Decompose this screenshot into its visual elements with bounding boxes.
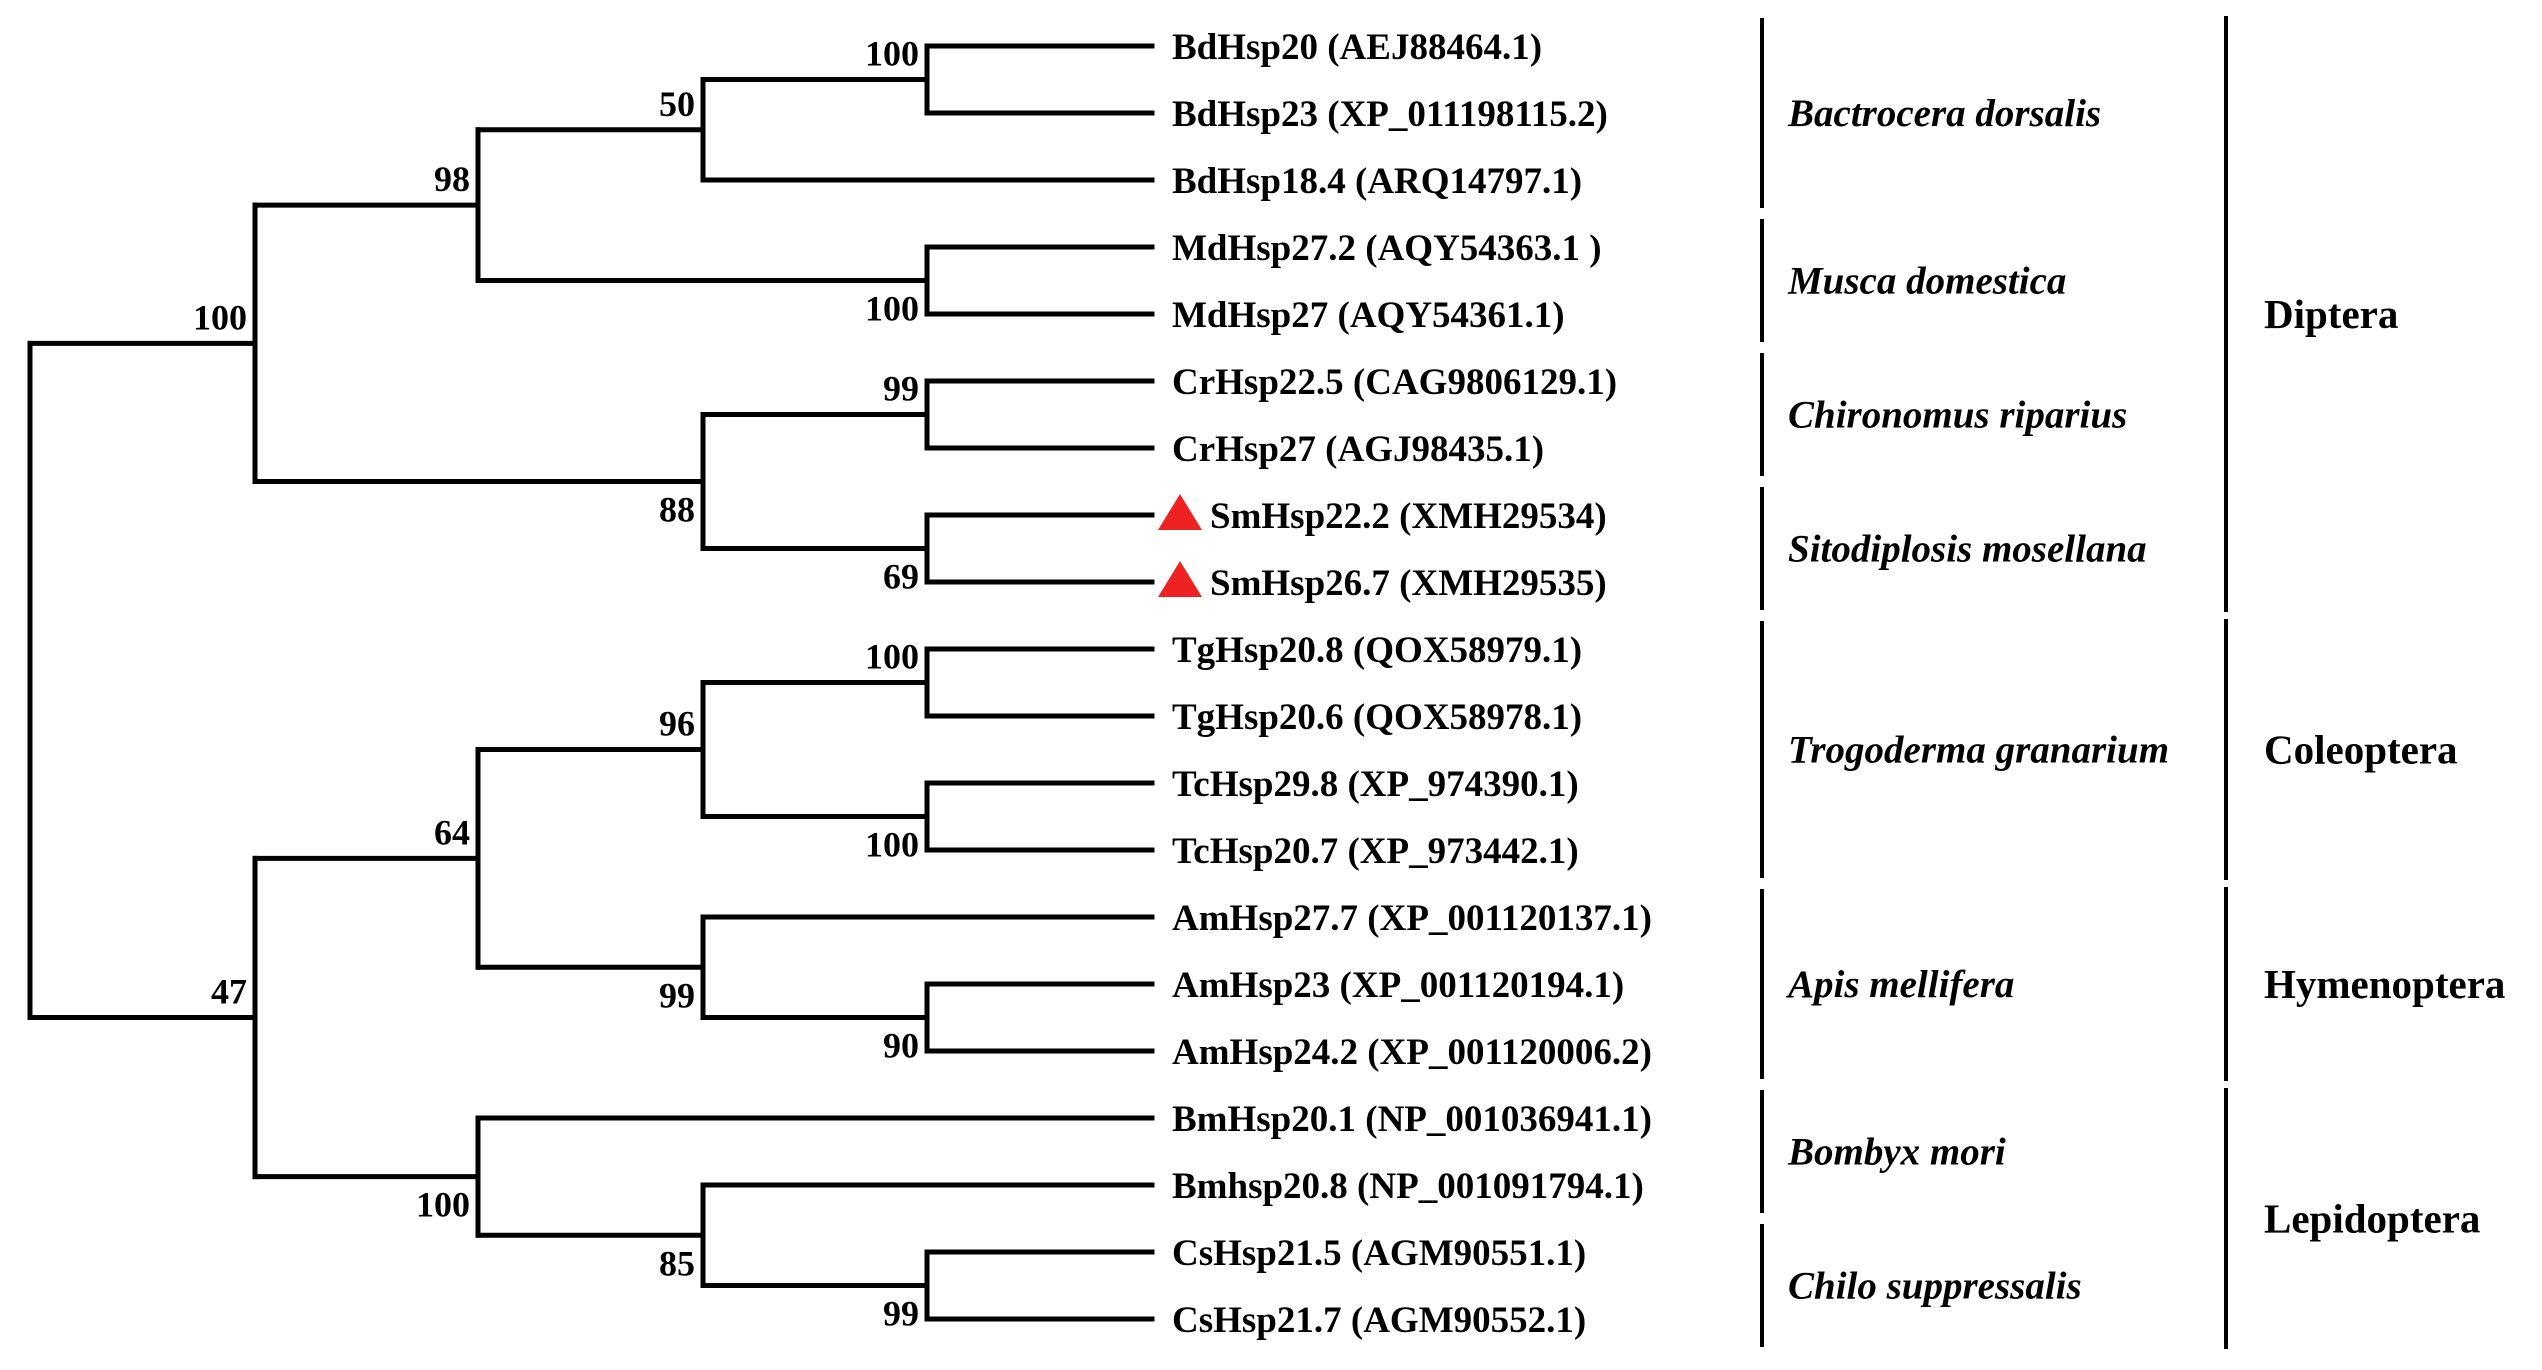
species-label-bactrocera: Bactrocera dorsalis [1787,92,2101,135]
bootstrap-value: 99 [883,369,919,409]
bootstrap-value: 47 [211,972,247,1012]
leaf-label-bmhsp20-8: Bmhsp20.8 (NP_001091794.1) [1172,1166,1644,1207]
species-label-trogoderma: Trogoderma granarium [1788,729,2169,772]
leaf-label-bdhsp18-4: BdHsp18.4 (ARQ14797.1) [1172,161,1582,202]
bootstrap-value: 100 [865,34,919,74]
leaf-label-amhsp27-7: AmHsp27.7 (XP_001120137.1) [1172,898,1652,939]
leaf-label-bmhsp20-1: BmHsp20.1 (NP_001036941.1) [1172,1099,1652,1140]
leaf-label-crhsp27: CrHsp27 (AGJ98435.1) [1172,429,1544,470]
leaf-labels: BdHsp20 (AEJ88464.1) BdHsp23 (XP_01119811… [1158,27,1652,1341]
leaf-label-bdhsp23: BdHsp23 (XP_011198115.2) [1172,94,1608,135]
species-label-chilo: Chilo suppressalis [1788,1265,2082,1308]
bootstrap-value: 96 [659,704,695,744]
tree-branches [27,43,1155,1322]
bootstrap-value: 100 [416,1185,470,1225]
leaf-label-crhsp22-5: CrHsp22.5 (CAG9806129.1) [1172,362,1617,403]
order-label-coleoptera: Coleoptera [2264,727,2458,773]
leaf-label-smhsp26-7: SmHsp26.7 (XMH29535) [1210,563,1607,604]
leaf-label-tchsp29-8: TcHsp29.8 (XP_974390.1) [1172,764,1579,805]
bootstrap-value: 100 [865,825,919,865]
leaf-label-bdhsp20: BdHsp20 (AEJ88464.1) [1172,27,1542,68]
leaf-label-smhsp22-2: SmHsp22.2 (XMH29534) [1210,496,1607,537]
leaf-label-tchsp20-7: TcHsp20.7 (XP_973442.1) [1172,831,1579,872]
bootstrap-value: 99 [659,975,695,1015]
leaf-label-tghsp20-6: TgHsp20.6 (QOX58978.1) [1172,697,1582,738]
species-label-apis: Apis mellifera [1785,963,2014,1006]
leaf-label-cshsp21-7: CsHsp21.7 (AGM90552.1) [1172,1300,1586,1341]
leaf-label-mdhsp27: MdHsp27 (AQY54361.1) [1172,295,1565,336]
species-label-chironomus: Chironomus riparius [1788,394,2127,437]
bootstrap-value: 100 [865,289,919,329]
order-label-lepidoptera: Lepidoptera [2264,1196,2480,1242]
bootstrap-values: 100 50 100 98 99 69 88 100 100 100 96 90 99 64 99 85 100… [193,34,919,1334]
leaf-label-amhsp23: AmHsp23 (XP_001120194.1) [1172,965,1624,1006]
leaf-label-tghsp20-8: TgHsp20.8 (QOX58979.1) [1172,630,1582,671]
red-triangle-icon [1158,494,1202,530]
bootstrap-value: 64 [434,812,470,852]
leaf-label-amhsp24-2: AmHsp24.2 (XP_001120006.2) [1172,1032,1652,1073]
order-label-hymenoptera: Hymenoptera [2264,961,2505,1007]
bootstrap-value: 90 [883,1026,919,1066]
bootstrap-value: 98 [434,159,470,199]
bootstrap-value: 100 [193,297,247,337]
leaf-label-mdhsp27-2: MdHsp27.2 (AQY54363.1 ) [1172,228,1602,269]
bootstrap-value: 88 [659,490,695,530]
red-triangle-icon [1158,561,1202,597]
species-label-sitodiplosis: Sitodiplosis mosellana [1788,528,2147,571]
bootstrap-value: 99 [883,1294,919,1334]
bootstrap-value: 50 [659,84,695,124]
bootstrap-value: 69 [883,557,919,597]
species-label-musca: Musca domestica [1787,260,2066,303]
leaf-label-cshsp21-5: CsHsp21.5 (AGM90551.1) [1172,1233,1586,1274]
bootstrap-value: 85 [659,1243,695,1283]
species-label-bombyx: Bombyx mori [1787,1131,2006,1174]
bootstrap-value: 100 [865,637,919,677]
order-label-diptera: Diptera [2264,291,2398,337]
